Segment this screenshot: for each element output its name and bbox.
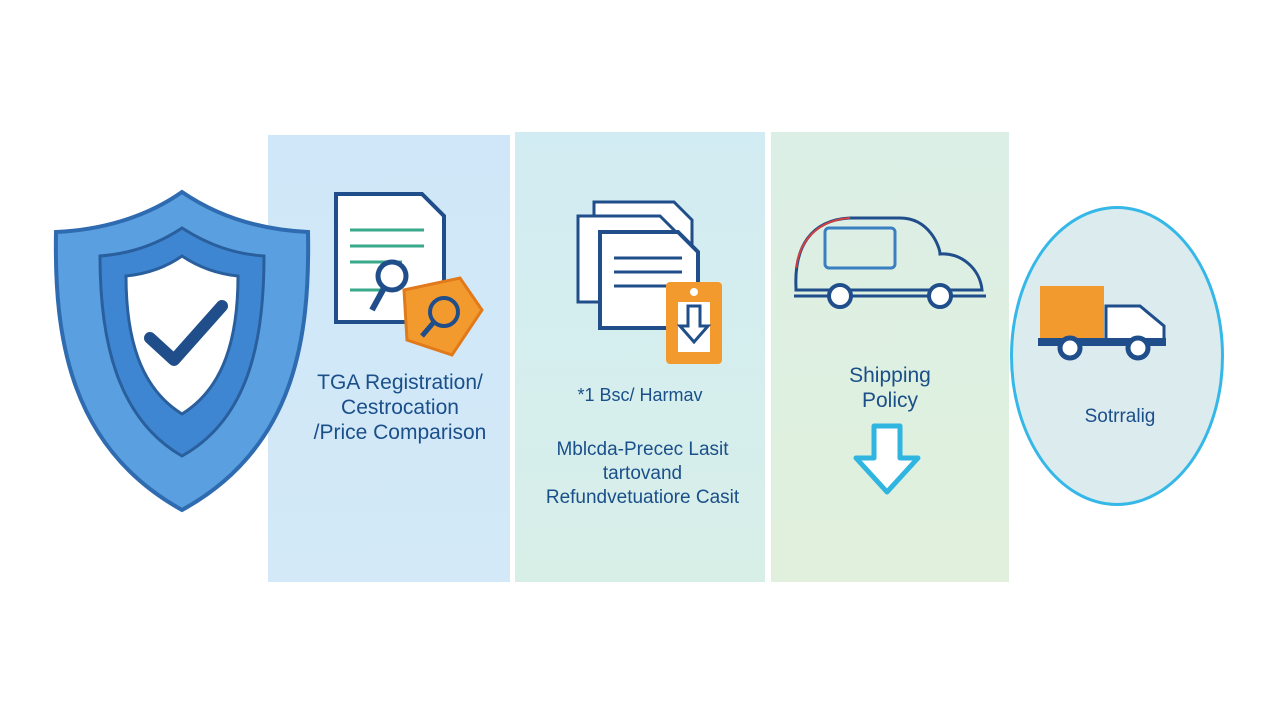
circle-label: Sotrralig <box>1084 406 1156 427</box>
text-line: Mblcda-Precec Lasit <box>556 439 729 460</box>
document-search-icon <box>334 192 484 357</box>
text-line: /Price Comparison <box>313 421 487 444</box>
down-arrow-icon <box>853 423 921 495</box>
text-line: Policy <box>861 389 919 412</box>
text-line: TGA Registration/ <box>317 371 483 394</box>
text-line: Cestrocation <box>341 396 459 419</box>
panel-shipping <box>771 132 1009 582</box>
shield-check-icon <box>53 189 311 513</box>
documents-download-icon <box>576 200 722 364</box>
text-line: tartovand <box>602 463 683 484</box>
circle-shipping <box>1010 206 1224 506</box>
text-line: Refundvetuatiore Casit <box>545 487 740 508</box>
panel2-heading: *1 Bsc/ Harmav <box>577 385 703 405</box>
shipping-policy-text: Shipping Policy <box>800 363 980 413</box>
delivery-truck-icon <box>1038 286 1166 361</box>
refund-text: Mblcda-Precec Lasit tartovand Refundvetu… <box>520 438 765 510</box>
text-line: Shipping <box>849 364 931 387</box>
registration-text: TGA Registration/ Cestrocation /Price Co… <box>290 370 510 445</box>
van-outline-icon <box>794 216 986 309</box>
